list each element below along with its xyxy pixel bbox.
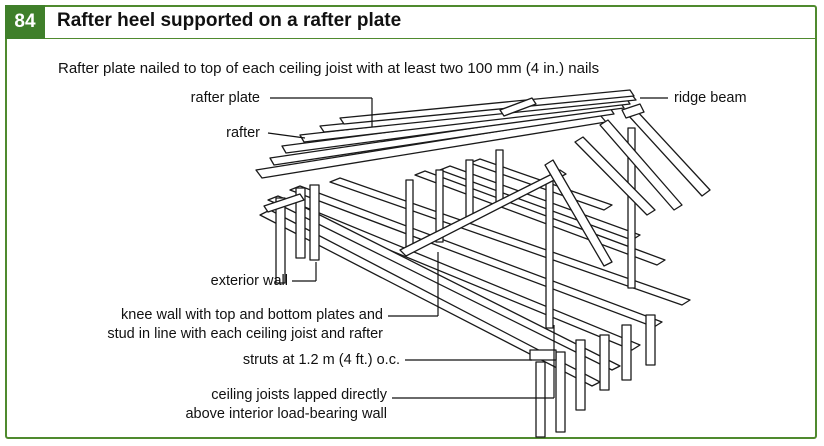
label-exterior-wall: exterior wall <box>210 273 288 289</box>
label-ceiling-joists-line1: ceiling joists lapped directly <box>211 387 387 403</box>
figure-number-badge: 84 <box>5 5 45 39</box>
rafters-back <box>544 109 711 267</box>
rafter-plate <box>263 193 305 213</box>
figure-subtitle: Rafter plate nailed to top of each ceili… <box>58 60 600 77</box>
label-knee-wall-line1: knee wall with top and bottom plates and <box>121 307 383 323</box>
label-rafter: rafter <box>226 125 260 141</box>
leader-lines <box>267 97 668 399</box>
knee-wall <box>399 127 636 329</box>
label-ceiling-joists-line2: above interior load-bearing wall <box>185 406 387 422</box>
label-ridge-beam: ridge beam <box>674 90 747 106</box>
rafters-front <box>255 89 637 179</box>
label-knee-wall-line2: stud in line with each ceiling joist and… <box>107 326 383 342</box>
label-struts: struts at 1.2 m (4 ft.) o.c. <box>242 352 400 368</box>
figure-title: Rafter heel supported on a rafter plate <box>57 10 402 31</box>
label-rafter-plate: rafter plate <box>190 90 260 106</box>
ridge-beam <box>621 103 645 119</box>
title-divider <box>45 38 817 39</box>
struts <box>275 184 656 438</box>
